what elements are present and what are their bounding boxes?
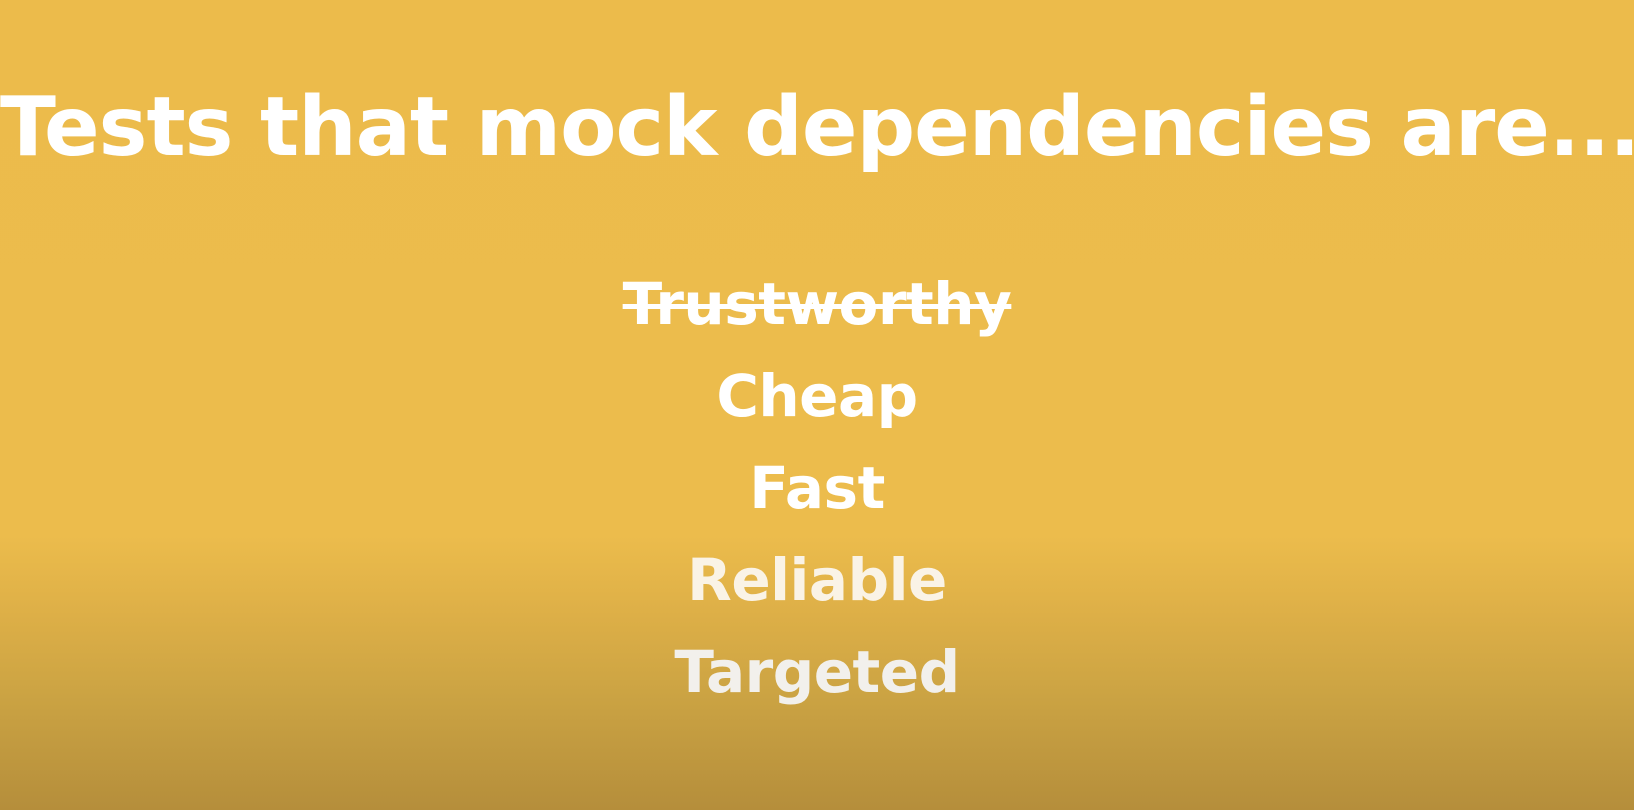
list-item-cheap: Cheap xyxy=(0,350,1634,442)
list-item-reliable: Reliable xyxy=(0,534,1634,626)
slide-title: Tests that mock dependencies are... xyxy=(0,80,1634,175)
list-item-targeted: Targeted xyxy=(0,626,1634,718)
list-item-trustworthy: Trustworthy xyxy=(0,258,1634,350)
list-item-label: Targeted xyxy=(674,638,960,706)
list-item-label: Cheap xyxy=(716,362,918,430)
list-item-label: Trustworthy xyxy=(622,270,1012,338)
attribute-list: Trustworthy Cheap Fast Reliable Targeted xyxy=(0,258,1634,718)
list-item-fast: Fast xyxy=(0,442,1634,534)
list-item-label: Fast xyxy=(749,454,885,522)
list-item-label: Reliable xyxy=(687,546,947,614)
